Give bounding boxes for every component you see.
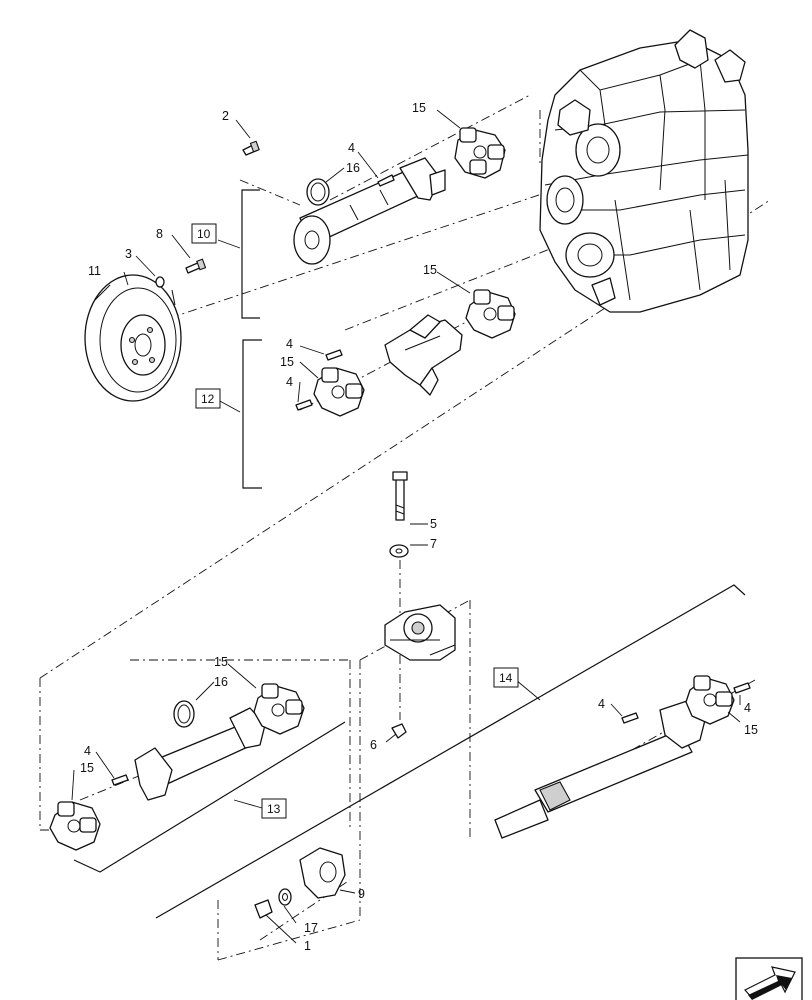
boxed-callout-14: 14 <box>493 667 519 688</box>
universal-joint-15-lower-right <box>685 675 735 725</box>
boxed-callout-12-label: 12 <box>201 392 215 406</box>
callout-1: 1 <box>304 939 311 953</box>
callout-4-lower-left: 4 <box>84 744 91 758</box>
callout-6: 6 <box>370 738 377 752</box>
leader-lines <box>71 109 741 944</box>
washer-7 <box>389 544 409 558</box>
callout-4-lower-right-a: 4 <box>598 697 605 711</box>
callout-17: 17 <box>304 921 318 935</box>
center-bearing <box>384 604 456 661</box>
callout-11: 11 <box>88 264 101 278</box>
bolt-4-lower-right-a <box>621 712 639 724</box>
bolt-5 <box>392 471 408 521</box>
callout-15-lower-left: 15 <box>80 761 94 775</box>
boxed-callout-10: 10 <box>191 223 217 244</box>
o-ring-16-upper <box>306 178 330 206</box>
bracket-14 <box>155 584 746 919</box>
callout-4-lower-right-b: 4 <box>744 701 751 715</box>
boxed-callout-14-label: 14 <box>499 671 513 685</box>
bolt-2 <box>242 140 260 156</box>
washer-3 <box>155 276 165 288</box>
callout-7: 7 <box>430 537 437 551</box>
universal-joint-15-middle-right <box>465 289 516 339</box>
callout-15-lower-upper: 15 <box>214 655 228 669</box>
universal-joint-15-upper <box>454 127 506 179</box>
callout-labels: 2 15 4 16 8 3 11 15 4 15 4 5 7 15 16 6 4… <box>80 101 758 953</box>
o-ring-16-lower <box>173 700 195 728</box>
callout-15-middle-left: 15 <box>280 355 294 369</box>
callout-16-lower: 16 <box>214 675 228 689</box>
callout-16-top: 16 <box>346 161 360 175</box>
callout-5: 5 <box>430 517 437 531</box>
callout-4-top: 4 <box>348 141 355 155</box>
boxed-callout-13: 13 <box>261 798 287 819</box>
bolt-4-lower-left <box>111 774 129 786</box>
callout-4-middle-a: 4 <box>286 337 293 351</box>
nut-6 <box>391 723 407 739</box>
boxed-callout-13-label: 13 <box>267 802 281 816</box>
callout-8: 8 <box>156 227 163 241</box>
washer-17 <box>278 888 292 906</box>
nut-1 <box>254 899 273 919</box>
lower-right-shaft <box>494 699 706 839</box>
gearbox-housing <box>539 29 749 313</box>
yoke-assembly <box>384 314 463 396</box>
callout-4-middle-b: 4 <box>286 375 293 389</box>
bolt-4-lower-right-b <box>733 682 751 694</box>
universal-joint-15-lower-left <box>49 801 101 851</box>
forward-arrow-icon[interactable] <box>735 957 803 1000</box>
callout-15-middle-right: 15 <box>423 263 437 277</box>
bolt-4-upper <box>377 174 395 187</box>
universal-joint-15-lower-upper <box>253 683 305 735</box>
bolt-4-middle-a <box>325 349 343 361</box>
bracket-13 <box>73 721 346 873</box>
callout-15-top: 15 <box>412 101 426 115</box>
bolt-8 <box>185 258 207 274</box>
callout-9: 9 <box>358 887 365 901</box>
bracket-10 <box>241 189 260 319</box>
boxed-callout-12: 12 <box>195 388 221 409</box>
callout-3: 3 <box>125 247 132 261</box>
boxed-callout-10-label: 10 <box>197 227 211 241</box>
upper-shaft <box>293 157 446 265</box>
callout-15-lower-right: 15 <box>744 723 758 737</box>
damper-plate <box>84 274 182 402</box>
lower-left-shaft <box>134 707 266 801</box>
bracket-12 <box>242 339 262 489</box>
callout-2: 2 <box>222 109 229 123</box>
flange-9 <box>299 847 346 899</box>
universal-joint-15-middle-left <box>313 367 365 417</box>
bolt-4-middle-b <box>295 399 313 411</box>
